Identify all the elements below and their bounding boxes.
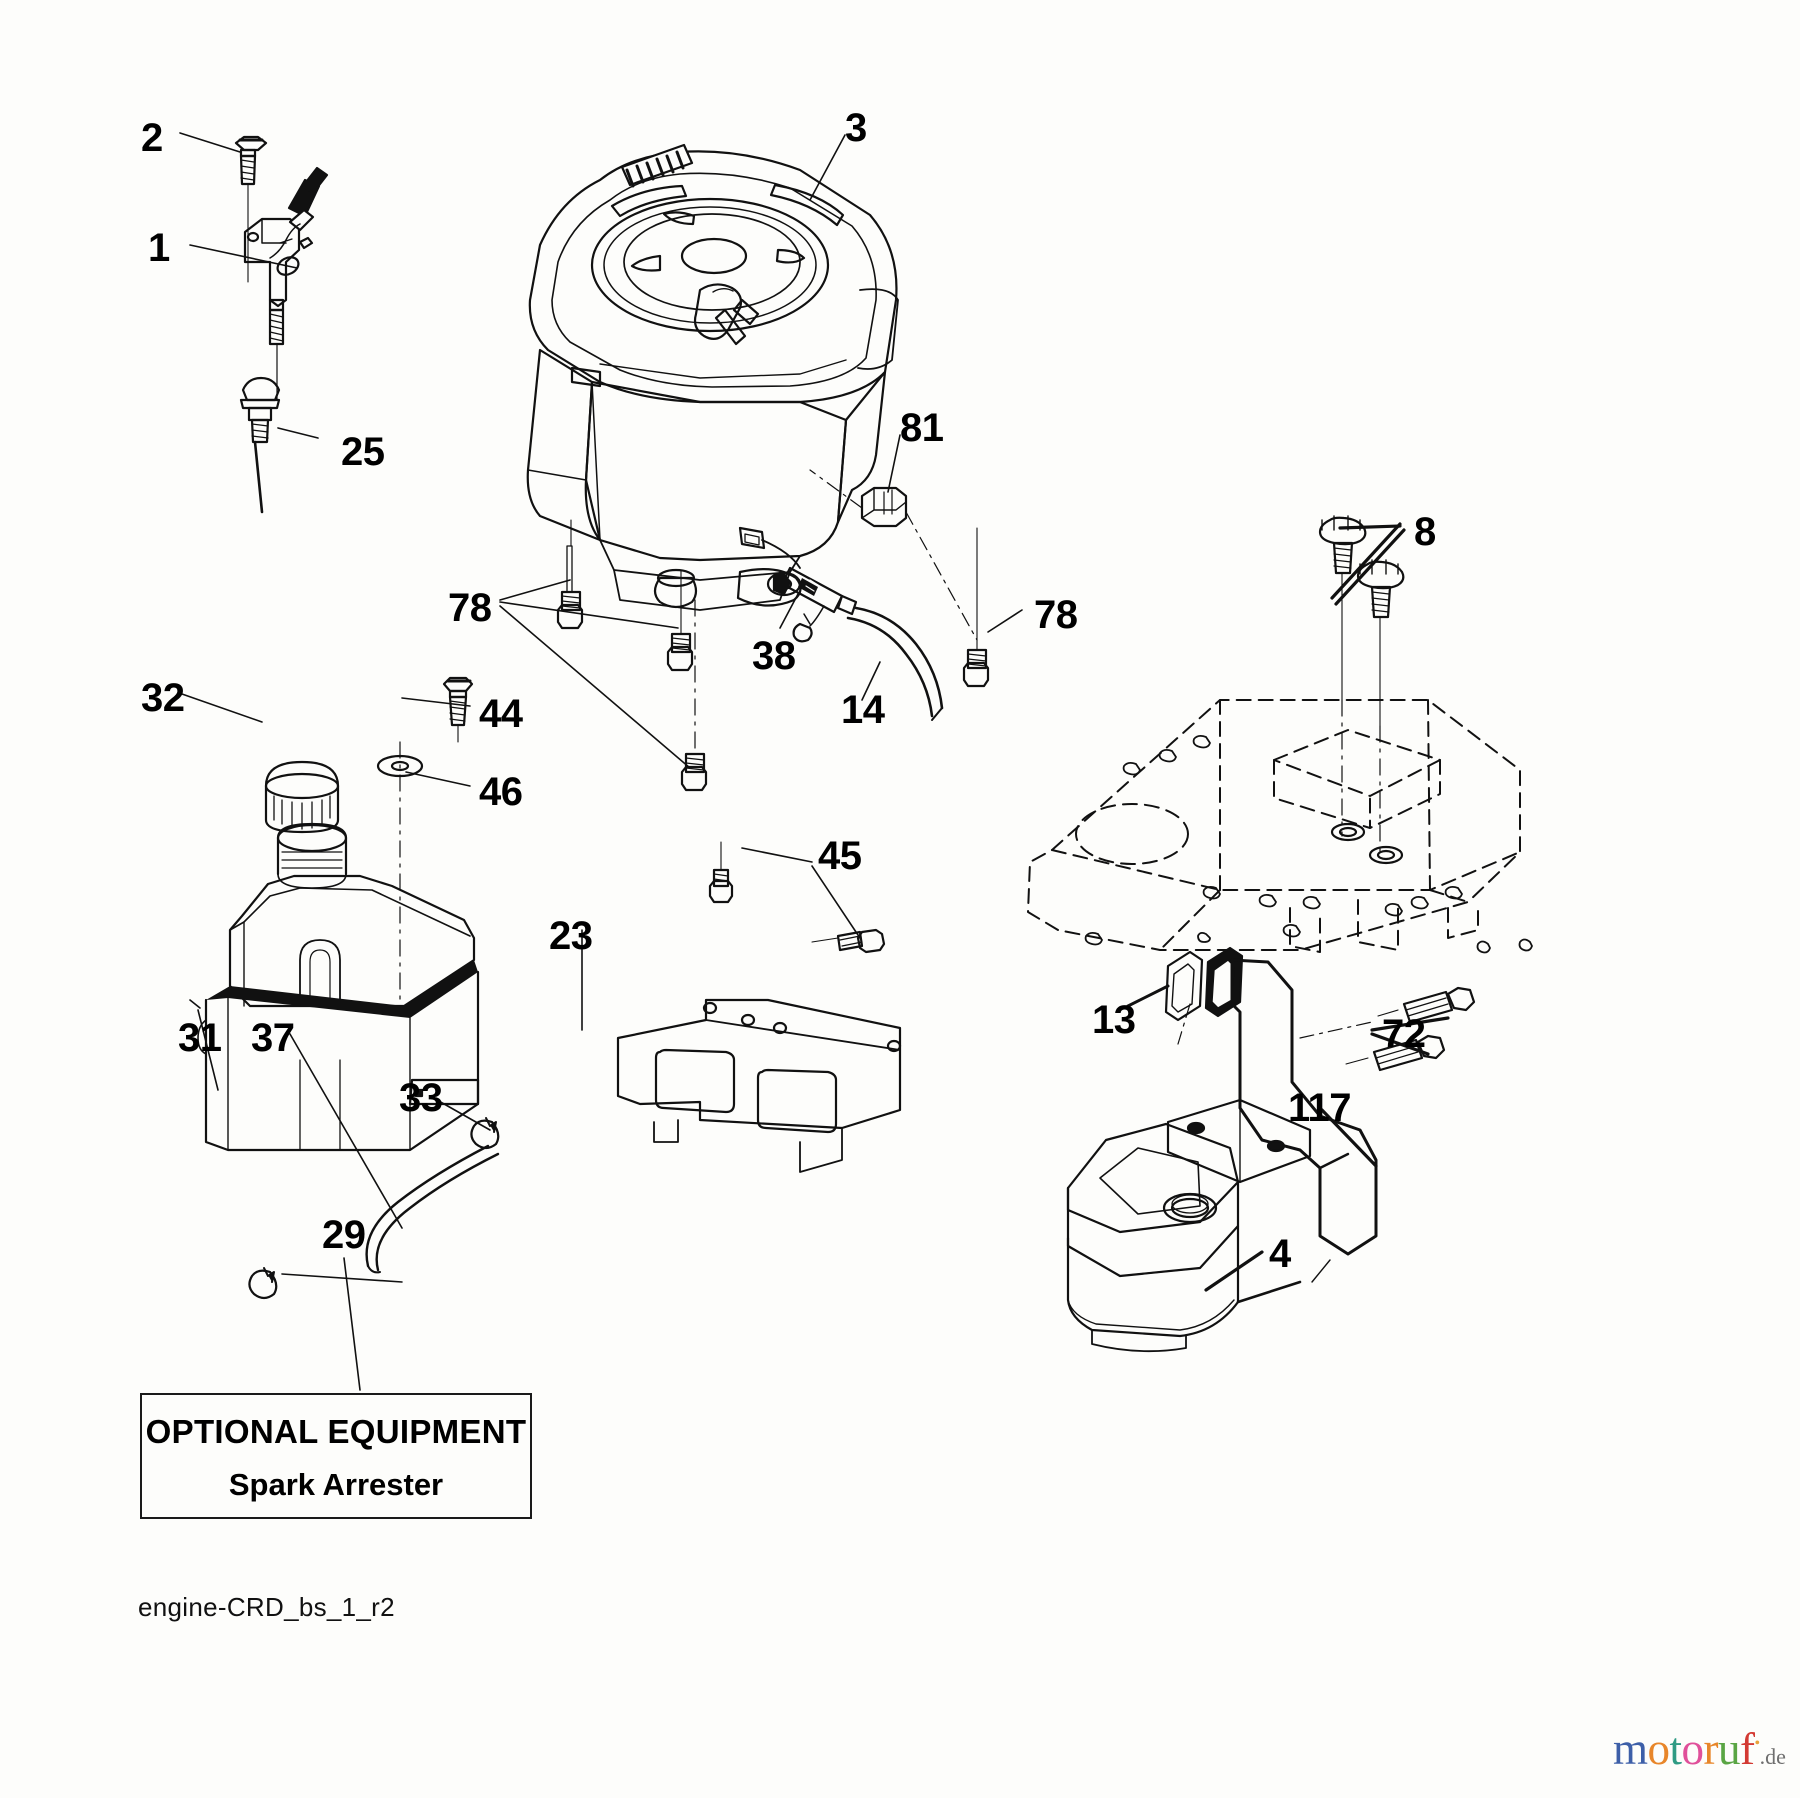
watermark-letter-o2: o [1681,1724,1705,1774]
callout-38: 38 [752,634,796,678]
chassis-plate-slots [1084,734,1533,954]
callout-2: 2 [141,116,163,160]
hose-clamp-icon [470,1117,500,1150]
callout-14: 14 [841,688,885,732]
optional-equipment-title: OPTIONAL EQUIPMENT [145,1413,527,1450]
bolt-icon [811,928,886,954]
muffler-body [1066,1098,1312,1353]
bolt-icon [666,569,694,672]
callout-31: 31 [178,1016,222,1060]
flange-bolt-icon [1318,515,1367,701]
callout-33: 33 [399,1076,443,1120]
callout-72: 72 [1382,1012,1426,1056]
bolt-icon [556,519,584,630]
motoruf-watermark: motoruf•.de [1613,1727,1786,1772]
bolts-72 [1299,986,1476,1072]
watermark-letter-o1: o [1647,1724,1671,1774]
callout-4: 4 [1269,1232,1291,1276]
exhaust-elbow [1230,958,1378,1283]
nut-81 [809,434,978,641]
fuel-hose-group [248,1033,500,1300]
bolt-icon [962,527,990,688]
engine-assembly [526,134,899,611]
watermark-letter-r: r [1703,1724,1719,1774]
optional-equipment-item: Spark Arrester [228,1467,444,1502]
watermark-dot-icon: • [1754,1735,1761,1752]
watermark-tld: .de [1759,1744,1786,1769]
callout-117: 117 [1288,1086,1352,1130]
callout-44: 44 [479,692,523,736]
optional-equipment-box: OPTIONAL EQUIPMENT Spark Arrester [140,1393,532,1519]
callout-78-right: 78 [1034,593,1078,637]
callout-8: 8 [1414,510,1436,554]
callout-25: 25 [341,430,385,474]
callout-32: 32 [141,676,185,720]
hose-clamp-icon [248,1267,278,1300]
bolt-icon [1377,986,1476,1024]
callout-3: 3 [845,106,867,150]
screw-icon-44 [442,676,474,743]
callout-78-left: 78 [448,586,492,630]
flange-bolts-8 [1318,515,1406,865]
bolt-icon [708,841,734,904]
flange-bolt-icon [1356,559,1405,727]
fuel-filter-group [772,566,944,721]
callout-29: 29 [322,1213,366,1257]
bracket-post [268,298,285,401]
bolt-icon [1345,1034,1446,1072]
watermark-letter-u: u [1718,1724,1741,1774]
throttle-control-group [179,132,329,401]
fuel-tank-group [181,693,480,1152]
callout-1: 1 [148,226,170,270]
engine-mount-bolts-78 [499,519,1023,792]
heat-shield-group [581,841,902,1173]
callout-13: 13 [1092,998,1136,1042]
callout-46: 46 [479,770,523,814]
callout-37: 37 [251,1016,295,1060]
watermark-letter-f: f [1740,1724,1755,1774]
screw-washer-group [376,676,474,1001]
screw-icon-2 [234,135,268,283]
throttle-bracket [243,166,329,308]
diagram-identifier: engine-CRD_bs_1_r2 [138,1592,395,1622]
chassis-plate-reference [1027,699,1521,953]
muffler-gasket-group [1126,946,1244,1045]
choke-knob-group [239,376,319,514]
bolt-icon [680,752,708,792]
watermark-letter-m: m [1613,1724,1648,1774]
callout-23: 23 [549,914,593,958]
watermark-letter-t: t [1669,1724,1683,1774]
callout-81: 81 [900,406,944,450]
callout-45: 45 [818,834,862,878]
